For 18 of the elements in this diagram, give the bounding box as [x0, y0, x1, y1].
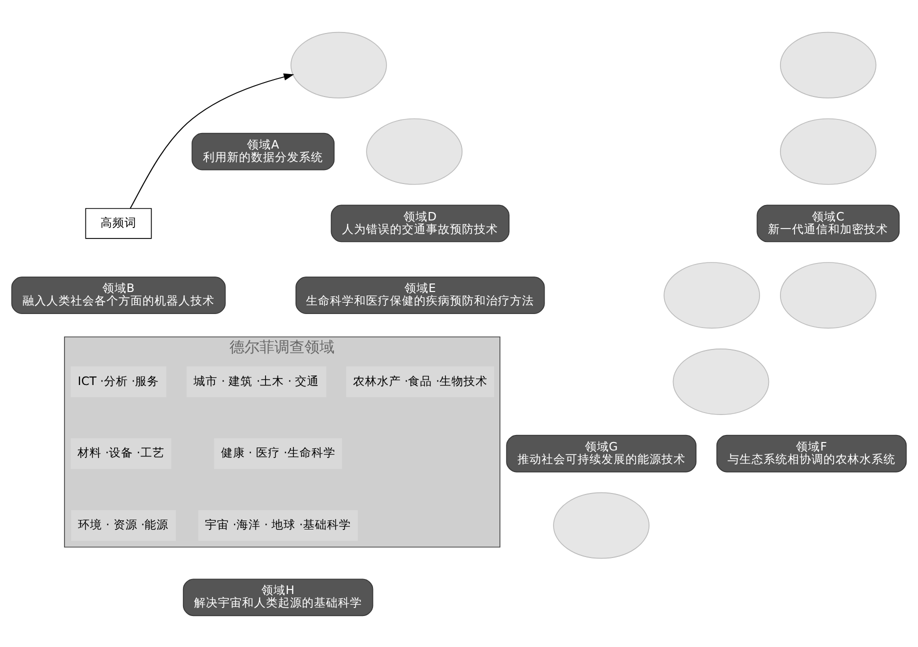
node-box: 领域H 解决宇宙和人类起源的基础科学	[182, 578, 374, 616]
node-box: 领域A 利用新的数据分发系统	[192, 132, 335, 170]
node-box: 领域E 生命科学和医疗保健的疾病预防和治疗方法	[296, 276, 545, 314]
node-cloud	[366, 118, 463, 184]
node-box: 领域D 人为错误的交通事故预防技术	[330, 204, 510, 242]
node-box: 领域C 新一代通信和加密技术	[756, 204, 900, 242]
arrow	[130, 72, 294, 208]
node-box: 高频词	[85, 208, 152, 238]
node-cloud	[290, 31, 387, 98]
node-box: 领域G 推动社会可持续发展的能源技术	[506, 434, 696, 472]
node-cloud	[780, 31, 876, 98]
node-cloud	[664, 262, 760, 328]
node-cloud	[553, 492, 650, 558]
node-box: 领域F 与生态系统相协调的农林水系统	[716, 434, 907, 472]
node-cloud	[672, 348, 770, 414]
node-box: 领域B 融入人类社会各个方面的机器人技术	[11, 276, 226, 314]
node-cloud	[780, 118, 876, 184]
node-cloud	[780, 262, 876, 328]
